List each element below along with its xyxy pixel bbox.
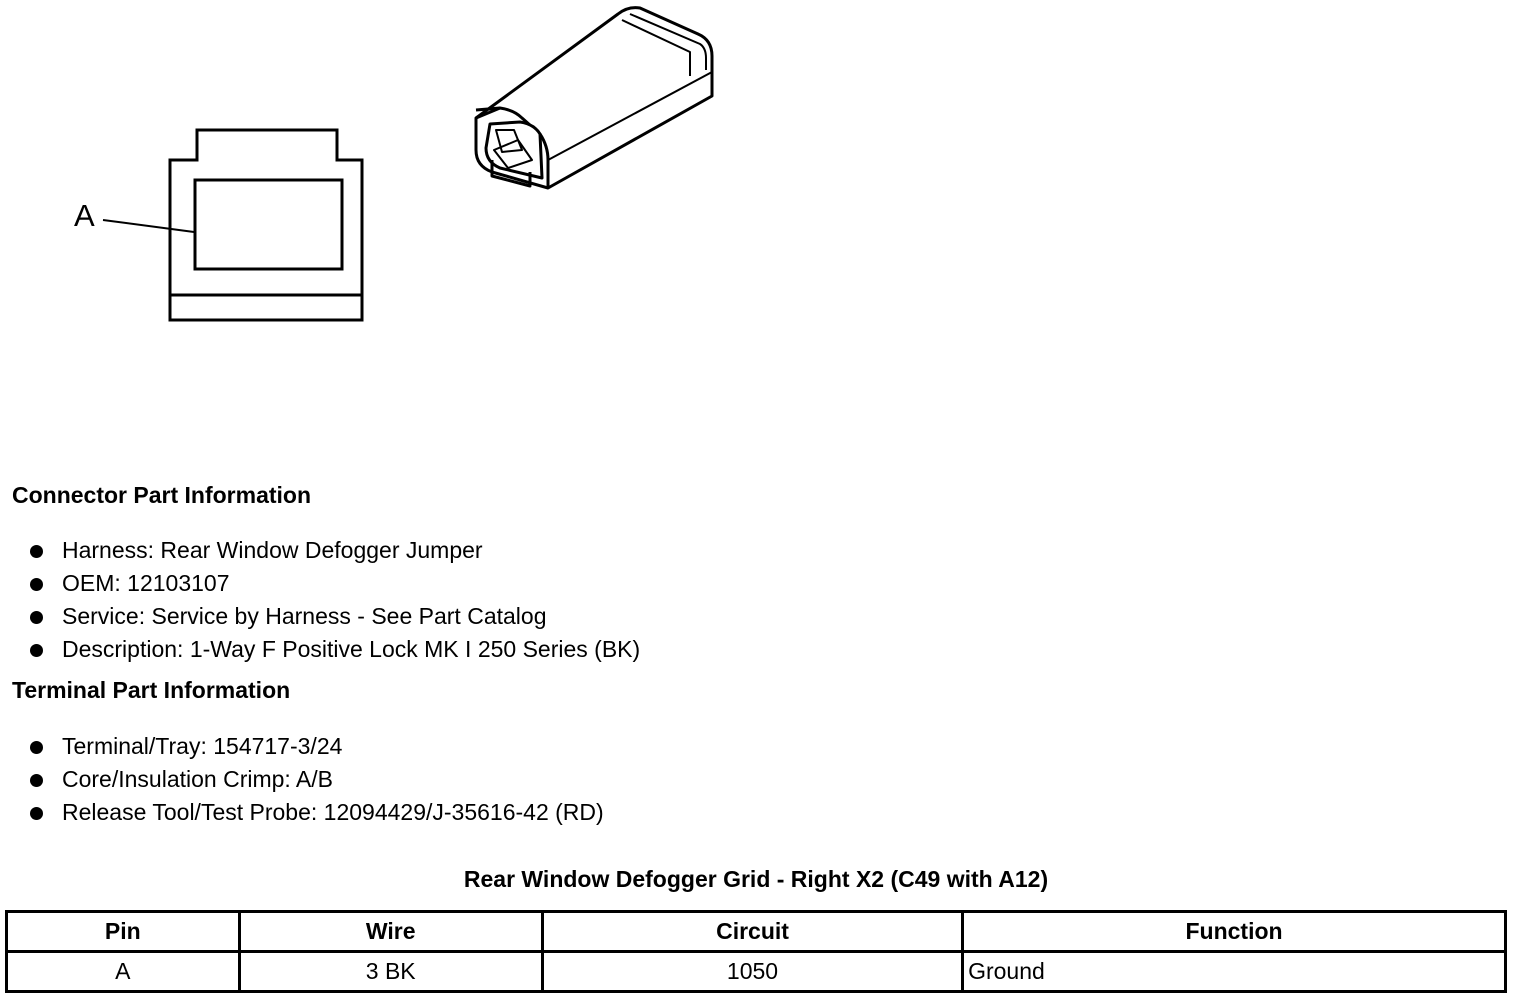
bullet-icon (30, 774, 43, 787)
column-header-function: Function (961, 910, 1507, 953)
cell-circuit: 1050 (540, 950, 965, 993)
connector-face-view (102, 128, 364, 322)
table-header-row: Pin Wire Circuit Function (5, 910, 1507, 953)
bullet-icon (30, 545, 43, 558)
pin-a-label: A (74, 198, 95, 233)
pin-cavity-a (193, 178, 344, 271)
bullet-icon (30, 611, 43, 624)
connector-diagram (102, 6, 714, 322)
cell-function: Ground (961, 950, 1507, 993)
pin-table: Pin Wire Circuit Function A 3 BK 1050 Gr… (5, 910, 1507, 993)
list-item: Description: 1-Way F Positive Lock MK I … (0, 633, 640, 666)
list-item: Harness: Rear Window Defogger Jumper (0, 534, 640, 567)
bullet-icon (30, 644, 43, 657)
connector-info-title: Connector Part Information (12, 482, 312, 508)
connector-isometric-view (474, 6, 714, 190)
terminal-info-list: Terminal/Tray: 154717-3/24 Core/Insulati… (0, 730, 604, 829)
bullet-icon (30, 807, 43, 820)
terminal-info-title: Terminal Part Information (12, 677, 291, 703)
list-item: Terminal/Tray: 154717-3/24 (0, 730, 604, 763)
list-item: OEM: 12103107 (0, 567, 640, 600)
bullet-icon (30, 578, 43, 591)
list-item: Core/Insulation Crimp: A/B (0, 763, 604, 796)
cell-wire: 3 BK (237, 950, 544, 993)
pin-a-leader (102, 219, 195, 233)
connector-info-list: Harness: Rear Window Defogger Jumper OEM… (0, 534, 640, 666)
column-header-pin: Pin (5, 910, 241, 953)
table-row: A 3 BK 1050 Ground (5, 950, 1507, 993)
cell-pin: A (5, 950, 241, 993)
list-item: Service: Service by Harness - See Part C… (0, 600, 640, 633)
list-item: Release Tool/Test Probe: 12094429/J-3561… (0, 796, 604, 829)
column-header-wire: Wire (237, 910, 544, 953)
column-header-circuit: Circuit (540, 910, 965, 953)
bullet-icon (30, 741, 43, 754)
pin-table-title: Rear Window Defogger Grid - Right X2 (C4… (463, 866, 1049, 892)
